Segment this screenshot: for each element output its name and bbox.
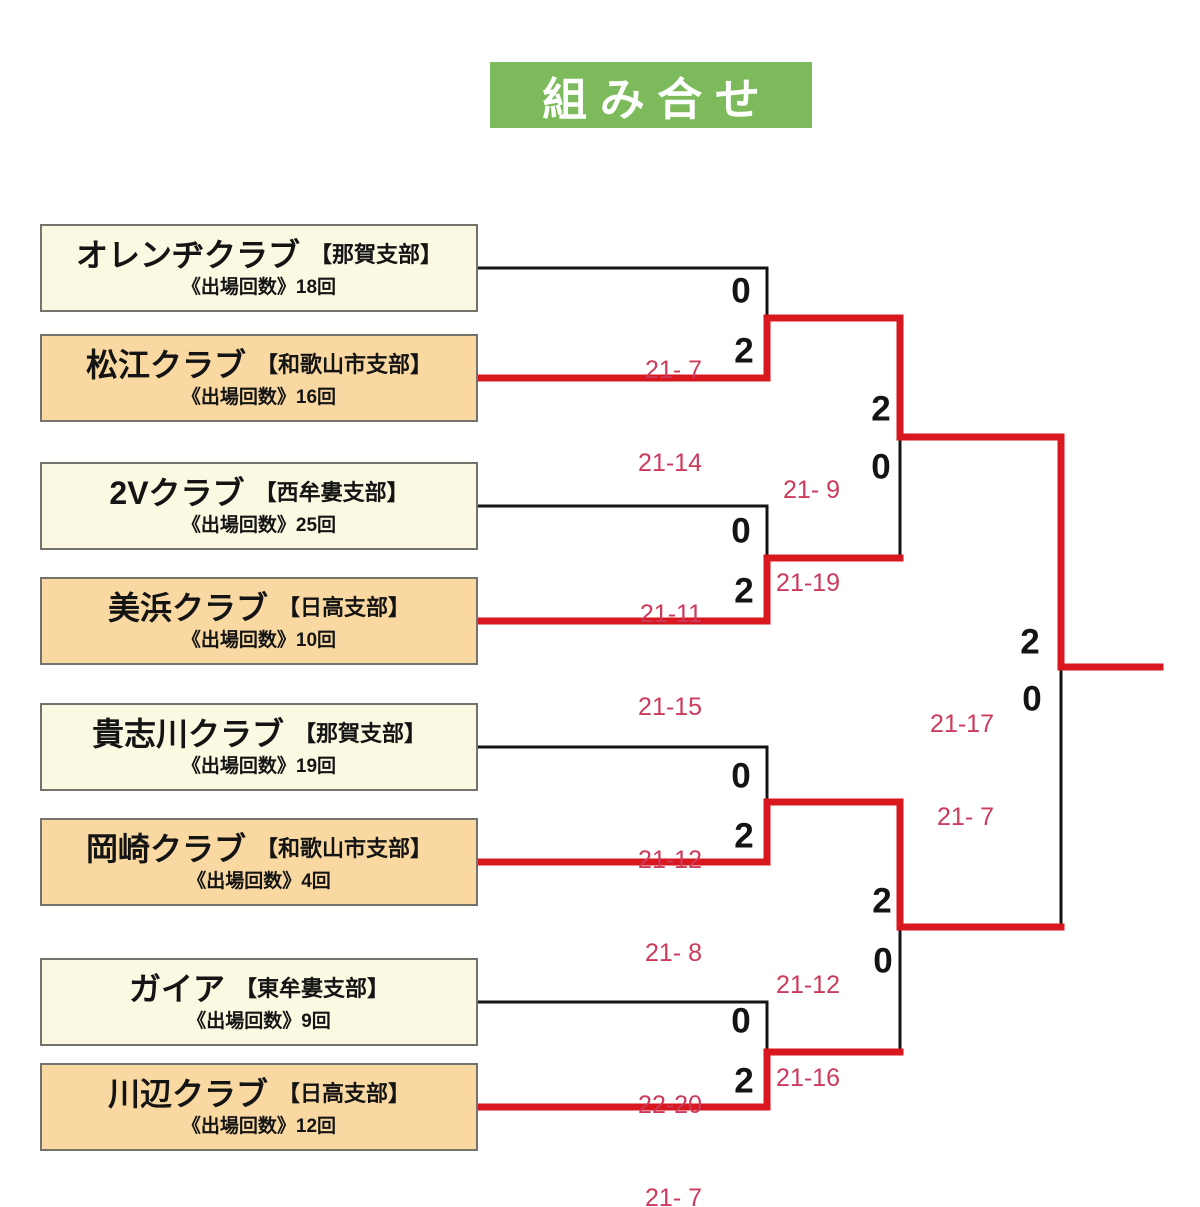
team-box-kawabe-club: 川辺クラブ 【日高支部】 《出場回数》12回 — [40, 1063, 478, 1151]
match3-game-scores: 21-12 21- 8 — [638, 846, 702, 967]
team-name: 美浜クラブ — [107, 590, 268, 626]
team-appearances: 《出場回数》4回 — [187, 871, 331, 892]
tournament-title: 組み合せ — [542, 73, 773, 125]
match2-game-scores: 21-11 21-15 — [638, 600, 702, 721]
match2-bottom-score: 2 — [734, 571, 754, 611]
team-branch: 【和歌山市支部】 — [256, 836, 433, 861]
team-appearances: 《出場回数》12回 — [181, 1116, 337, 1137]
team-appearances: 《出場回数》18回 — [181, 277, 337, 298]
team-name: 貴志川クラブ — [91, 716, 284, 752]
team-branch: 【日高支部】 — [278, 1081, 411, 1106]
team-branch: 【那賀支部】 — [294, 721, 427, 746]
team-branch: 【和歌山市支部】 — [256, 352, 433, 377]
winner-path-kawabe — [472, 1048, 904, 1111]
line-orange-club — [474, 266, 769, 320]
team-name: ガイア — [128, 971, 225, 1007]
winner-path-matsue-champion — [472, 314, 1164, 671]
match1-bottom-score: 2 — [734, 331, 754, 371]
team-branch: 【西牟婁支部】 — [254, 480, 409, 505]
match4-game-scores: 22-20 21- 7 — [638, 1091, 702, 1207]
match3-top-score: 0 — [731, 756, 751, 796]
team-box-orange-club: オレンヂクラブ 【那賀支部】 《出場回数》18回 — [40, 224, 478, 312]
semifinal1-top-score: 2 — [871, 389, 891, 429]
team-name: 松江クラブ — [85, 347, 246, 383]
team-box-kishigawa-club: 貴志川クラブ 【那賀支部】 《出場回数》19回 — [40, 703, 478, 791]
match4-top-score: 0 — [731, 1001, 751, 1041]
line-gaia — [474, 1000, 769, 1054]
team-name: 川辺クラブ — [107, 1076, 268, 1112]
team-name: 岡崎クラブ — [85, 831, 246, 867]
team-box-mihama-club: 美浜クラブ 【日高支部】 《出場回数》10回 — [40, 577, 478, 665]
team-box-gaia: ガイア 【東牟婁支部】 《出場回数》9回 — [40, 958, 478, 1046]
match1-top-score: 0 — [731, 271, 751, 311]
match4-bottom-score: 2 — [734, 1061, 754, 1101]
semifinal2-top-score: 2 — [872, 881, 892, 921]
team-appearances: 《出場回数》25回 — [181, 515, 337, 536]
team-box-okazaki-club: 岡崎クラブ 【和歌山市支部】 《出場回数》4回 — [40, 818, 478, 906]
semifinal1-game-scores: 21- 9 21-19 — [776, 476, 840, 597]
winner-path-mihama — [472, 554, 904, 625]
team-appearances: 《出場回数》16回 — [181, 387, 337, 408]
team-branch: 【東牟婁支部】 — [235, 976, 390, 1001]
line-kishigawa-club — [474, 745, 769, 804]
final-game-scores: 21-17 21- 7 — [930, 710, 994, 831]
team-appearances: 《出場回数》9回 — [187, 1011, 331, 1032]
final-top-score: 2 — [1020, 622, 1040, 662]
final-bottom-score: 0 — [1022, 679, 1042, 719]
team-name: 2Vクラブ — [109, 475, 245, 511]
team-name: オレンヂクラブ — [75, 237, 300, 273]
team-box-matsue-club: 松江クラブ 【和歌山市支部】 《出場回数》16回 — [40, 334, 478, 422]
line-2v-club — [474, 504, 769, 560]
semifinal1-bottom-score: 0 — [871, 447, 891, 487]
winner-path-okazaki — [472, 798, 1065, 931]
team-branch: 【那賀支部】 — [310, 242, 443, 267]
team-box-2v-club: 2Vクラブ 【西牟婁支部】 《出場回数》25回 — [40, 462, 478, 550]
match2-top-score: 0 — [731, 511, 751, 551]
tournament-title-banner: 組み合せ — [490, 62, 812, 128]
team-appearances: 《出場回数》19回 — [181, 756, 337, 777]
semifinal2-bottom-score: 0 — [873, 941, 893, 981]
match1-game-scores: 21- 7 21-14 — [638, 356, 702, 477]
team-appearances: 《出場回数》10回 — [181, 630, 337, 651]
semifinal2-game-scores: 21-12 21-16 — [776, 971, 840, 1092]
match3-bottom-score: 2 — [734, 816, 754, 856]
team-branch: 【日高支部】 — [278, 595, 411, 620]
